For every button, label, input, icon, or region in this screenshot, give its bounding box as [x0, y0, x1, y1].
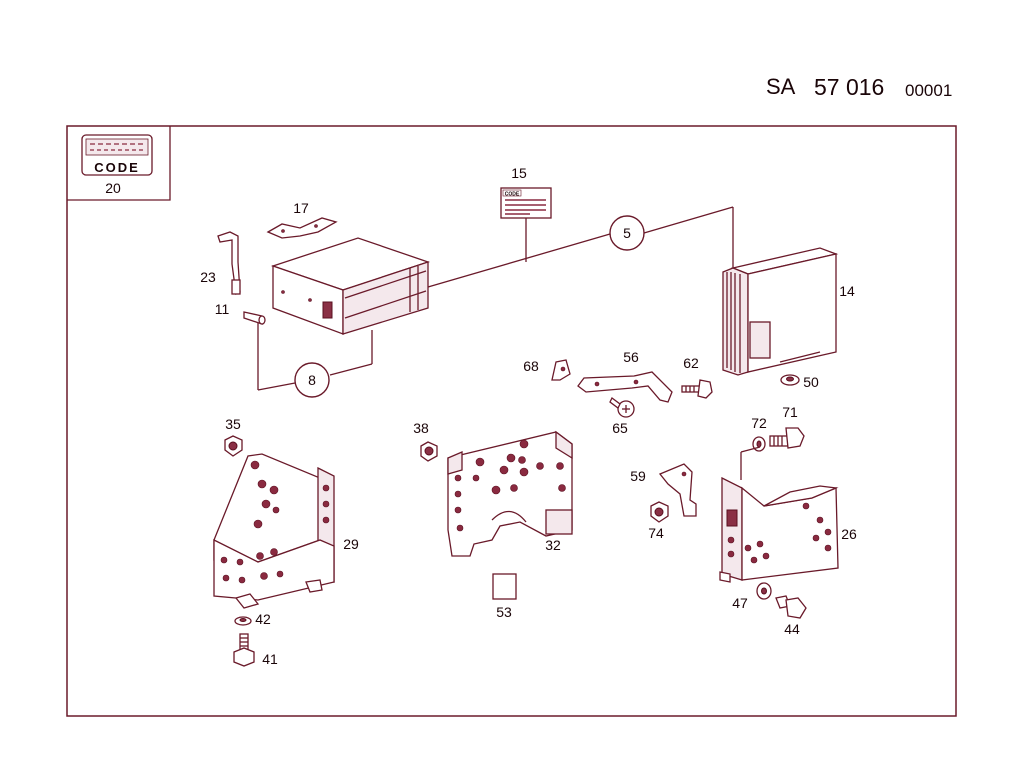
label-23: 23: [200, 269, 216, 285]
part-26-bracket[interactable]: [719, 476, 839, 583]
sheet-suffix: 00001: [905, 81, 953, 100]
label-42: 42: [255, 611, 271, 627]
part-11-pin[interactable]: [243, 311, 266, 325]
part-71-bolt[interactable]: [769, 427, 805, 449]
label-32: 32: [545, 537, 561, 553]
label-74: 74: [648, 525, 664, 541]
label-53: 53: [496, 604, 512, 620]
label-35: 35: [225, 416, 241, 432]
cable-radio-to-callout5: [427, 233, 611, 288]
label-20: 20: [105, 180, 121, 196]
part-47-washer[interactable]: [756, 582, 772, 600]
part-17-bracket[interactable]: [266, 217, 338, 239]
sheet-prefix: SA: [766, 74, 796, 99]
part-56-bracket[interactable]: [577, 371, 673, 403]
part-38-nut[interactable]: [420, 441, 438, 462]
part-74-nut[interactable]: [650, 501, 669, 523]
label-59: 59: [630, 468, 646, 484]
part-50-washer[interactable]: [780, 374, 800, 386]
label-29: 29: [343, 536, 359, 552]
part-radio-unit[interactable]: [270, 237, 431, 335]
diagram-frame: [66, 125, 957, 717]
label-71: 71: [782, 404, 798, 420]
inset-code-text: CODE: [94, 160, 140, 175]
label-17: 17: [293, 200, 309, 216]
label-72: 72: [751, 415, 767, 431]
label-47: 47: [732, 595, 748, 611]
label-62: 62: [683, 355, 699, 371]
part-23-clip[interactable]: [217, 231, 241, 295]
part-20-code-card[interactable]: CODE: [81, 134, 153, 176]
part-68-clip[interactable]: [551, 359, 571, 381]
part-44-bolt[interactable]: [775, 595, 807, 619]
label-41: 41: [262, 651, 278, 667]
label-14: 14: [839, 283, 855, 299]
part-65-screw[interactable]: [609, 397, 635, 418]
sheet-number: 57 016: [814, 74, 885, 100]
part-29-bracket[interactable]: [213, 453, 335, 609]
label-38: 38: [413, 420, 429, 436]
part-41-bolt[interactable]: [233, 633, 255, 667]
label-65: 65: [612, 420, 628, 436]
part-59-bracket[interactable]: [658, 463, 697, 517]
part-35-nut[interactable]: [224, 435, 243, 457]
part-42-washer[interactable]: [234, 616, 252, 626]
part-32-bracket[interactable]: [447, 430, 573, 557]
part-14-amplifier[interactable]: [722, 247, 839, 376]
callout-5-text: 5: [623, 225, 631, 241]
label-26: 26: [841, 526, 857, 542]
label-56: 56: [623, 349, 639, 365]
inset-frame: [67, 126, 171, 201]
part-53-pad[interactable]: [492, 573, 517, 600]
label-50: 50: [803, 374, 819, 390]
callout-8: [294, 362, 330, 398]
callout-5: [609, 215, 645, 251]
label-44: 44: [784, 621, 800, 637]
label-15: 15: [511, 165, 527, 181]
label15-code-text: CODE: [505, 192, 520, 198]
part-62-bolt[interactable]: [681, 379, 713, 399]
label-68: 68: [523, 358, 539, 374]
part-15-label-card[interactable]: CODE: [500, 187, 552, 219]
label-11: 11: [215, 301, 230, 317]
callout-8-text: 8: [308, 372, 316, 388]
